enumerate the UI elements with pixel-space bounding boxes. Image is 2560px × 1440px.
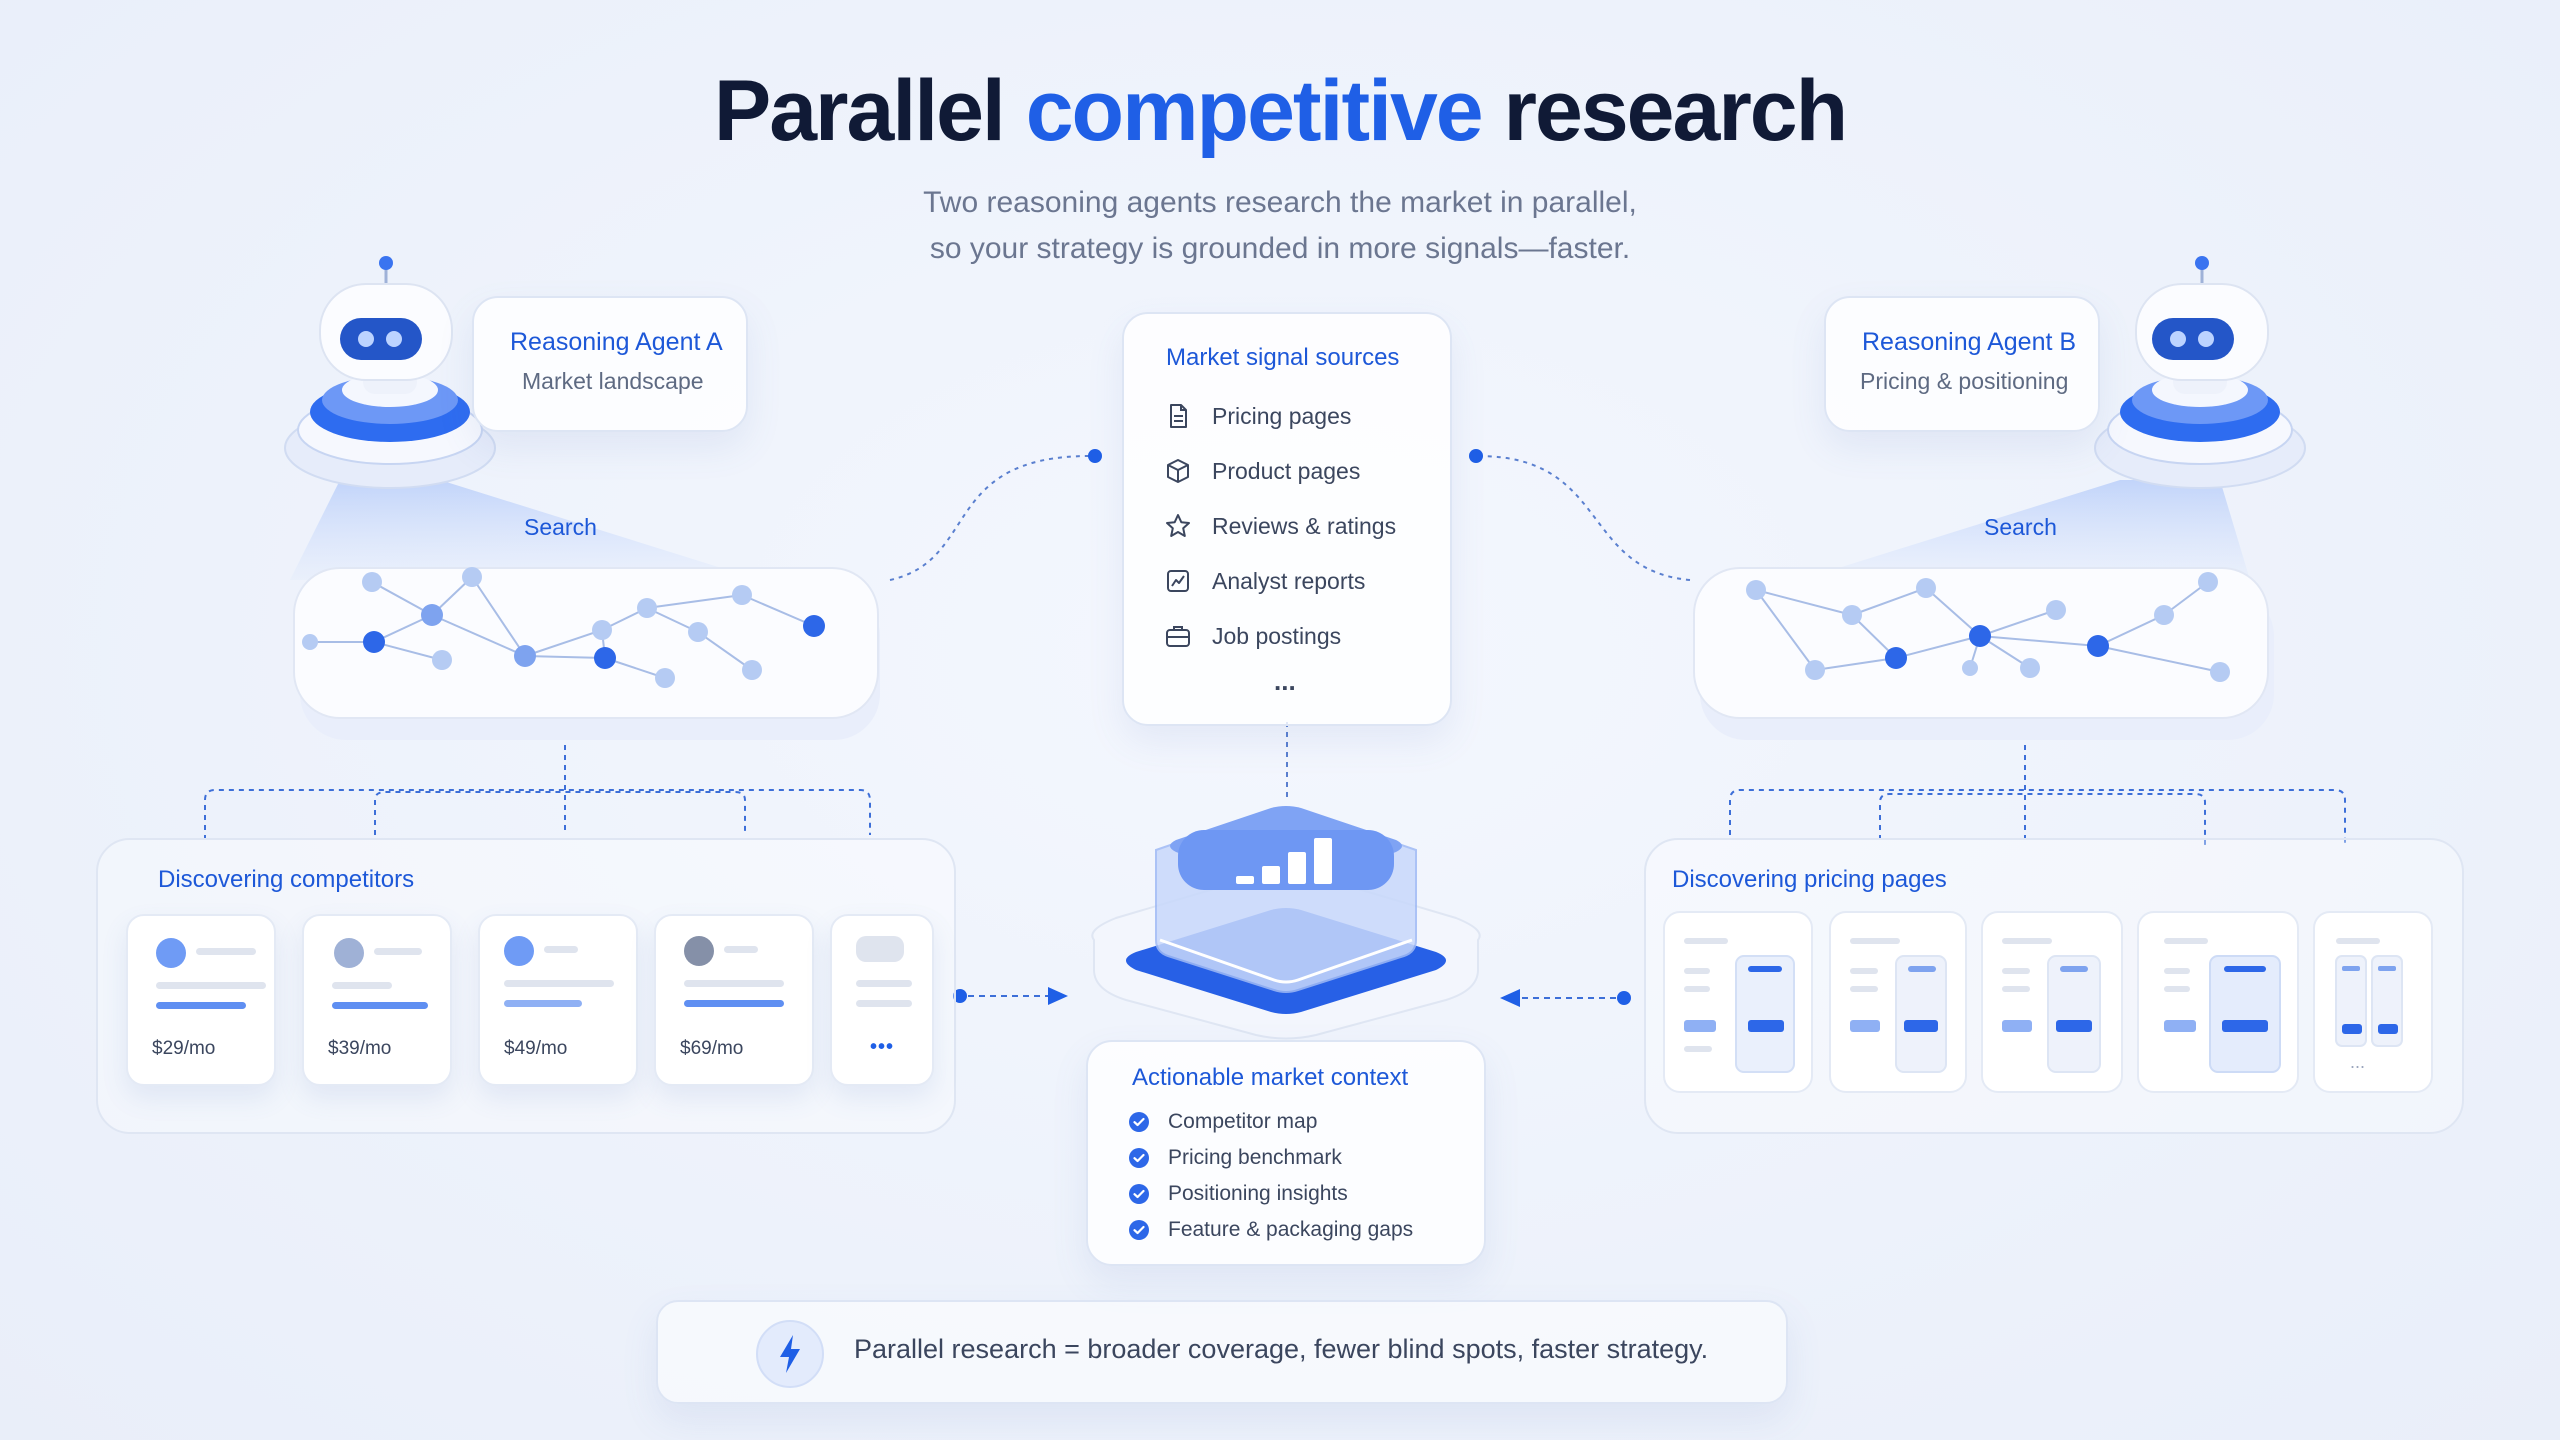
star-icon [1166, 514, 1190, 537]
competitor-price: $29/mo [152, 1038, 216, 1059]
competitor-card: $69/mo [654, 914, 814, 1086]
sources-title: Market signal sources [1166, 344, 1400, 371]
context-item-label: Feature & packaging gaps [1168, 1218, 1414, 1241]
curve-sources-to-b [1477, 455, 1691, 581]
context-title: Actionable market context [1132, 1064, 1409, 1091]
check-circle-icon [1129, 1184, 1149, 1204]
competitor-logo [684, 936, 714, 966]
source-label: Analyst reports [1212, 567, 1366, 594]
competitor-price: $49/mo [504, 1038, 568, 1059]
sources-more: ... [1274, 666, 1296, 696]
context-card: Actionable market context Competitor map… [1086, 1040, 1486, 1266]
source-item: Analyst reports [1164, 561, 1365, 601]
competitors-panel: Discovering competitors $29/mo $39/mo $4… [96, 838, 956, 1134]
cube-icon [1167, 459, 1189, 483]
agent-a-subtitle: Market landscape [522, 368, 704, 394]
pricing-pages-panel: Discovering pricing pages [1644, 838, 2464, 1134]
pricing-pages-more: ... [2350, 1052, 2366, 1072]
agent-a-card: Reasoning Agent A Market landscape [472, 296, 748, 432]
source-label: Pricing pages [1212, 402, 1352, 429]
tree-b [1729, 745, 2346, 845]
robot-b-icon [2094, 256, 2306, 489]
pricing-pages-title: Discovering pricing pages [1672, 866, 1947, 893]
context-item-label: Positioning insights [1168, 1182, 1348, 1205]
footer-text: Parallel research = broader coverage, fe… [854, 1334, 1709, 1364]
competitor-logo [334, 938, 364, 968]
competitor-price: $39/mo [328, 1038, 392, 1059]
document-icon [1170, 404, 1187, 428]
briefcase-icon [1166, 626, 1190, 647]
lightning-icon [756, 1320, 824, 1388]
source-item: Job postings [1164, 616, 1341, 656]
context-item-label: Pricing benchmark [1168, 1146, 1342, 1169]
competitor-more-card: ••• [830, 914, 934, 1086]
network-graph-a [293, 567, 880, 740]
source-label: Reviews & ratings [1212, 512, 1397, 539]
competitor-price: $69/mo [680, 1038, 744, 1059]
context-item-label: Competitor map [1168, 1110, 1318, 1133]
agent-b-search-label: Search [1984, 514, 2057, 540]
competitors-more: ••• [869, 1036, 894, 1058]
competitor-card: $49/mo [478, 914, 638, 1086]
context-item: Positioning insights [1128, 1182, 1348, 1206]
search-beam-b [1800, 480, 2250, 580]
competitors-title: Discovering competitors [158, 866, 415, 893]
source-item: Pricing pages [1164, 396, 1351, 436]
hub-chart-icon [1091, 806, 1481, 1040]
check-circle-icon [1129, 1220, 1149, 1240]
network-graph-b [1693, 567, 2274, 740]
agent-b-subtitle: Pricing & positioning [1860, 368, 2069, 394]
competitor-logo [504, 936, 534, 966]
chart-report-icon [1167, 570, 1189, 592]
sources-card: Market signal sources Pricing pages Prod… [1122, 312, 1452, 726]
agent-b-card: Reasoning Agent B Pricing & positioning [1824, 296, 2100, 432]
footer-banner: Parallel research = broader coverage, fe… [656, 1300, 1788, 1404]
tree-a [204, 745, 871, 840]
pricing-page-thumbnails [1663, 911, 2433, 1093]
agent-a-title: Reasoning Agent A [510, 328, 723, 356]
page-title: Parallel competitive research [0, 62, 2560, 161]
source-item: Reviews & ratings [1164, 506, 1396, 546]
context-item: Competitor map [1128, 1110, 1317, 1134]
subtitle-line-2: so your strategy is grounded in more sig… [929, 232, 1631, 265]
competitor-logo [156, 938, 186, 968]
source-label: Job postings [1212, 622, 1342, 649]
subtitle-line-1: Two reasoning agents research the market… [923, 186, 1637, 219]
agent-a-search-label: Search [524, 514, 597, 540]
source-label: Product pages [1212, 457, 1361, 484]
source-item: Product pages [1164, 451, 1360, 491]
check-circle-icon [1129, 1112, 1149, 1132]
competitor-card: $29/mo [126, 914, 276, 1086]
context-item: Pricing benchmark [1128, 1146, 1342, 1170]
title-part-1: Parallel [713, 63, 1026, 159]
competitor-card: $39/mo [302, 914, 452, 1086]
agent-b-title: Reasoning Agent B [1862, 328, 2077, 356]
check-circle-icon [1129, 1148, 1149, 1168]
robot-a-icon [284, 256, 496, 489]
title-part-2: research [1481, 63, 1849, 159]
title-accent: competitive [1025, 63, 1484, 159]
search-beam-a [290, 480, 760, 580]
context-item: Feature & packaging gaps [1128, 1218, 1413, 1242]
